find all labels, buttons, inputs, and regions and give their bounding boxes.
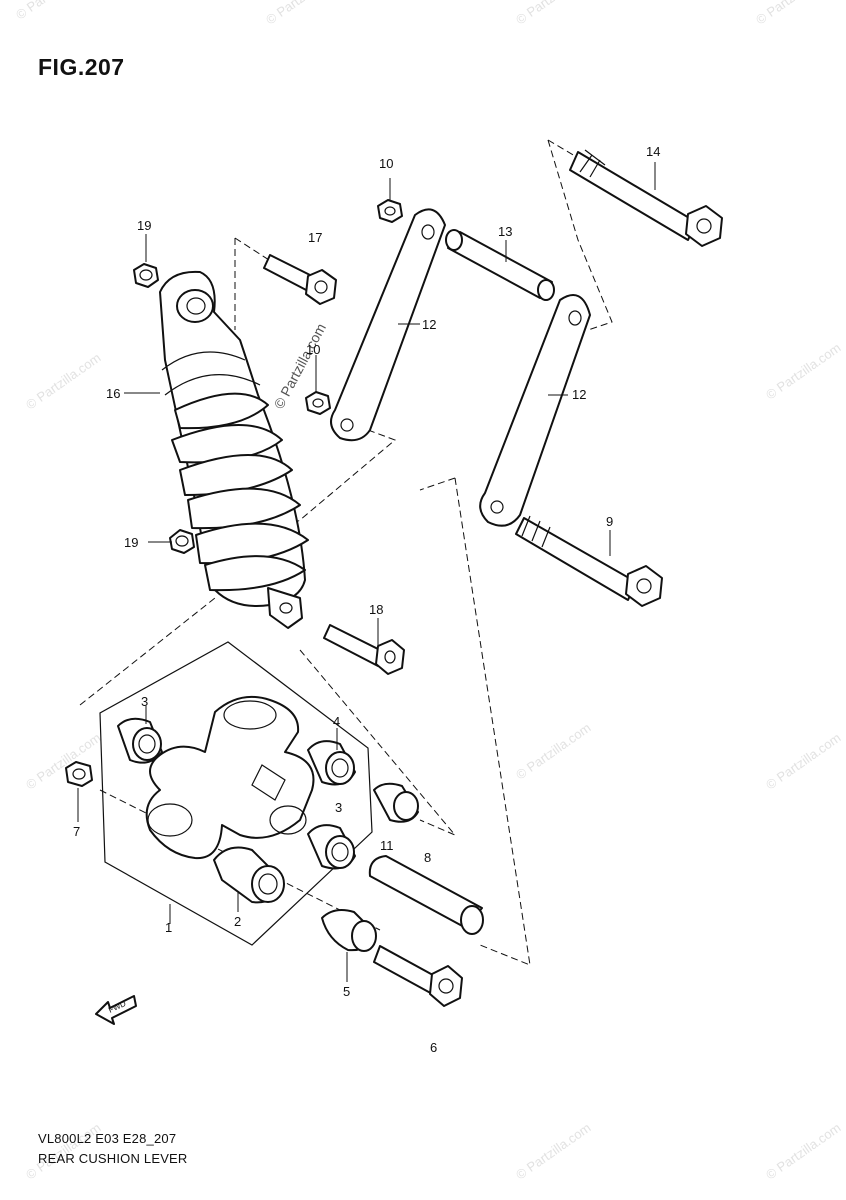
callout-2: 2 (234, 914, 241, 929)
watermark: © Partzilla.com (753, 0, 833, 27)
spacer-8 (368, 855, 484, 935)
cushion-lever-1 (145, 696, 315, 860)
bearing-4 (307, 740, 356, 786)
callout-numbers: 1 2 3 4 3 5 6 7 8 9 10 11 12 12 13 14 16… (73, 144, 660, 1055)
watermark-layer: © Partzilla.com © Partzilla.com © Partzi… (13, 0, 843, 1182)
callout-16: 16 (106, 386, 120, 401)
callout-10-lower: 10 (306, 342, 320, 357)
spacer-5 (321, 909, 377, 952)
nut-19-upper (133, 263, 159, 288)
link-rod-12-right (479, 294, 591, 527)
link-rod-12-left (330, 208, 446, 442)
watermark: © Partzilla.com (763, 340, 843, 403)
callout-5: 5 (343, 984, 350, 999)
callout-7: 7 (73, 824, 80, 839)
bearing-2 (213, 846, 285, 904)
watermark: © Partzilla.com (13, 0, 93, 22)
callout-3-right: 3 (335, 800, 342, 815)
nut-10-lower (305, 391, 331, 415)
bolt-6 (373, 945, 463, 1007)
figure-caption: REAR CUSHION LEVER (38, 1151, 188, 1166)
watermark: © Partzilla.com (263, 0, 343, 27)
callout-1: 1 (165, 920, 172, 935)
nut-19-lower (169, 529, 195, 554)
bushing-3-right (307, 824, 356, 870)
leader-lines (77, 162, 656, 982)
lever-assembly-frame (99, 641, 373, 946)
callout-9: 9 (606, 514, 613, 529)
model-code: VL800L2 E03 E28_207 (38, 1131, 177, 1146)
callout-12-right: 12 (572, 387, 586, 402)
shock-absorber-16 (159, 270, 309, 629)
watermark: © Partzilla.com (23, 730, 103, 793)
callout-14: 14 (646, 144, 660, 159)
bolt-17 (263, 254, 337, 305)
spacer-13 (445, 229, 555, 301)
callout-19-upper: 19 (137, 218, 151, 233)
watermark: © Partzilla.com (763, 1120, 843, 1183)
callout-11: 11 (380, 838, 394, 853)
bolt-18 (323, 624, 405, 675)
callout-18: 18 (369, 602, 383, 617)
callout-6: 6 (430, 1040, 437, 1055)
watermark: © Partzilla.com (513, 720, 593, 783)
figure-title: FIG.207 (38, 54, 125, 80)
spacer-11 (373, 782, 419, 823)
nut-7 (65, 761, 93, 787)
callout-10-upper: 10 (379, 156, 393, 171)
callout-8: 8 (424, 850, 431, 865)
fwd-arrow-icon: FWD (95, 995, 137, 1025)
callout-4: 4 (333, 714, 340, 729)
bushing-3-left (117, 717, 163, 764)
watermark: © Partzilla.com (23, 350, 103, 413)
bolt-9 (515, 515, 663, 607)
watermark: © Partzilla.com (513, 1120, 593, 1183)
watermark: © Partzilla.com (763, 730, 843, 793)
watermark: © Partzilla.com (513, 0, 593, 27)
nut-10-upper (377, 199, 403, 223)
callout-3-left: 3 (141, 694, 148, 709)
callout-17: 17 (308, 230, 322, 245)
bolt-14 (569, 149, 723, 247)
callout-19-lower: 19 (124, 535, 138, 550)
callout-13: 13 (498, 224, 512, 239)
callout-12-left: 12 (422, 317, 436, 332)
